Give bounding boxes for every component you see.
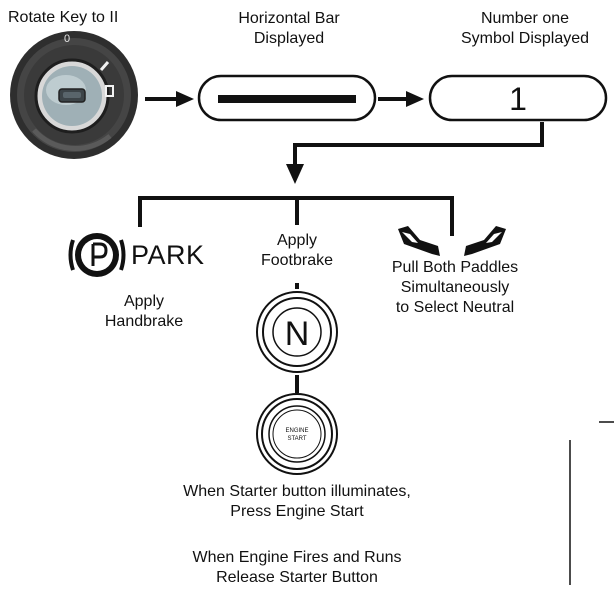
paddles-line2: Simultaneously xyxy=(400,279,510,296)
engine-button-text-2: START xyxy=(287,436,306,442)
right-paddle-icon xyxy=(464,226,506,256)
horizontal-bar-symbol xyxy=(218,95,356,103)
starter-instruction-line2: Press Engine Start xyxy=(230,503,364,520)
engine-button-text-1: ENGINE xyxy=(285,428,308,434)
number-one-display: 1 xyxy=(428,74,608,122)
arrow-to-number xyxy=(378,91,424,107)
park-label: PARK xyxy=(131,240,205,270)
apply-footbrake-line1: Apply xyxy=(276,232,318,249)
paddles-label: Pull Both Paddles Simultaneously to Sele… xyxy=(365,258,545,318)
apply-handbrake-line2: Handbrake xyxy=(104,313,184,330)
apply-footbrake-line2: Footbrake xyxy=(260,252,334,269)
number-one-label-line1: Number one xyxy=(480,10,570,27)
apply-handbrake-line1: Apply xyxy=(123,293,165,310)
release-instruction-line2: Release Starter Button xyxy=(216,569,378,586)
key-mark-pos1 xyxy=(99,61,110,71)
bar-label-line1: Horizontal Bar xyxy=(238,10,340,27)
apply-footbrake-label: Apply Footbrake xyxy=(237,231,357,271)
release-instruction-line1: When Engine Fires and Runs xyxy=(192,549,402,566)
left-paddle-icon xyxy=(398,226,440,256)
bar-display xyxy=(197,74,377,122)
number-one-label-line2: Symbol Displayed xyxy=(460,30,590,47)
apply-handbrake-label: Apply Handbrake xyxy=(84,292,204,332)
arrow-to-bar xyxy=(145,91,194,107)
engine-start-button-icon: ENGINE START xyxy=(256,393,338,475)
connector-lines xyxy=(138,122,544,393)
neutral-symbol-letter: N xyxy=(285,315,310,353)
key-mark-pos2 xyxy=(105,85,114,97)
park-symbol-icon xyxy=(68,233,126,277)
number-one-symbol: 1 xyxy=(509,81,527,117)
paddles-line1: Pull Both Paddles xyxy=(391,259,519,276)
release-instruction: When Engine Fires and Runs Release Start… xyxy=(137,548,457,588)
starter-instruction-line1: When Starter button illuminates, xyxy=(183,483,411,500)
paddles-line3: to Select Neutral xyxy=(395,299,515,316)
bar-label-line2: Displayed xyxy=(253,30,325,47)
key-mark-off: 0 xyxy=(64,33,70,45)
starter-instruction: When Starter button illuminates, Press E… xyxy=(137,482,457,522)
rotate-key-label: Rotate Key to II xyxy=(8,9,119,26)
neutral-symbol-icon: N xyxy=(256,291,338,373)
number-one-label: Number one Symbol Displayed xyxy=(440,9,610,49)
bar-label: Horizontal Bar Displayed xyxy=(200,9,378,49)
ignition-key-icon: 0 xyxy=(10,31,138,159)
